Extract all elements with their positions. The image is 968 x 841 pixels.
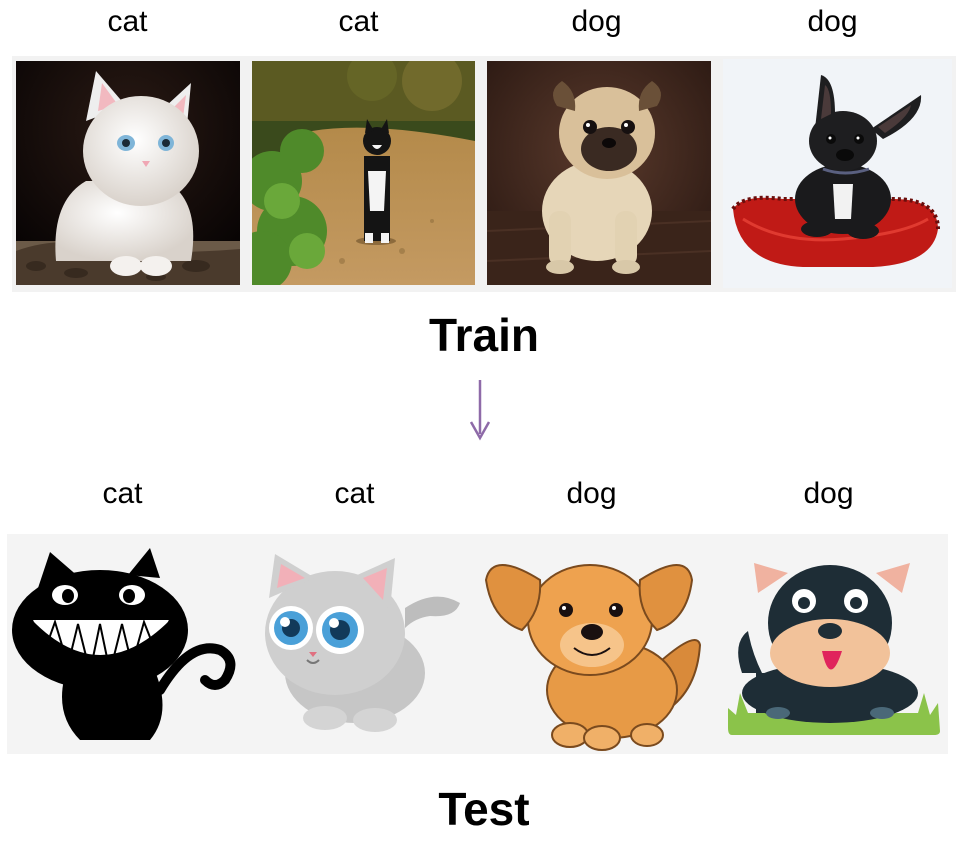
grinning-black-cat-cartoon — [10, 540, 240, 745]
train-label-2: cat — [338, 5, 379, 38]
down-arrow-icon — [468, 378, 492, 447]
bulldog-cartoon — [718, 553, 946, 737]
train-label-4: dog — [807, 5, 858, 38]
test-label-2: cat — [334, 477, 375, 510]
brown-puppy-cartoon — [482, 540, 710, 752]
train-label-1: cat — [107, 5, 148, 38]
grey-kitten-cartoon — [255, 548, 465, 733]
white-kitten-photo — [16, 61, 240, 285]
test-label-4: dog — [803, 477, 854, 510]
pug-puppy-photo — [487, 61, 711, 285]
test-label-1: cat — [102, 477, 143, 510]
black-white-cat-on-path-photo — [252, 61, 475, 285]
test-title: Test — [438, 783, 530, 835]
train-title: Train — [429, 309, 539, 361]
french-bulldog-on-red-cushion-photo — [723, 59, 952, 288]
test-label-3: dog — [566, 477, 617, 510]
train-label-3: dog — [571, 5, 622, 38]
